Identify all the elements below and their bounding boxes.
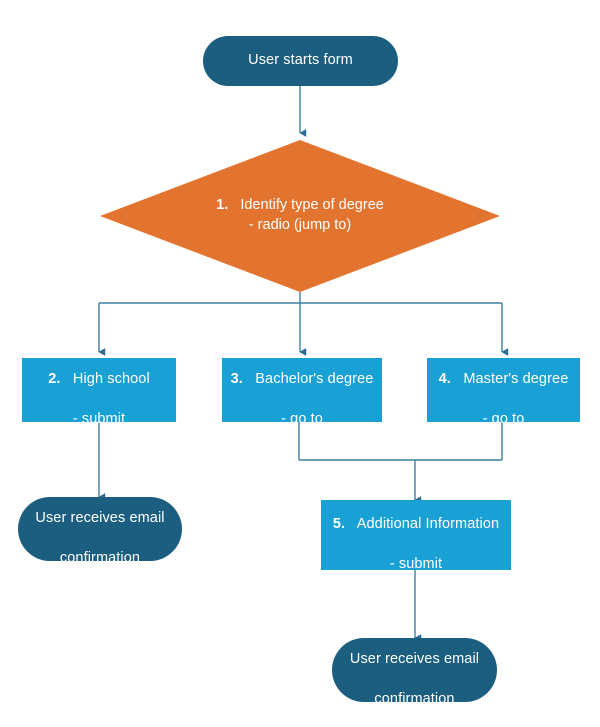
node-start-label: User starts form xyxy=(248,52,353,69)
node-end-left-line2: confirmation xyxy=(59,549,141,566)
node-step-4-masters-degree[interactable]: 4. Master's degree - go to xyxy=(427,358,580,427)
node-start[interactable]: User starts form xyxy=(203,36,398,86)
node-step-5-additional-information[interactable]: 5. Additional Information - submit xyxy=(321,500,511,572)
node-step-5-line1: Additional Information xyxy=(356,516,500,533)
node-end-right-label: User receives email confirmation xyxy=(332,631,497,709)
node-decision-line2: - radio (jump to) xyxy=(248,217,352,233)
node-step-5-number: 5. xyxy=(332,516,354,533)
node-step-4-label: 4. Master's degree - go to xyxy=(427,351,580,429)
node-decision-identify-degree[interactable]: 1. Identify type of degree - radio (jump… xyxy=(100,140,500,292)
node-end-right-line1: User receives email xyxy=(349,651,480,668)
node-step-2-number: 2. xyxy=(48,371,69,388)
node-end-left-email-confirmation[interactable]: User receives email confirmation xyxy=(18,497,182,566)
node-step-2-high-school[interactable]: 2. High school - submit xyxy=(22,358,176,427)
node-step-2-line2: - submit xyxy=(72,410,126,427)
node-step-4-line1: Master's degree xyxy=(463,371,569,388)
node-end-right-email-confirmation[interactable]: User receives email confirmation xyxy=(332,638,497,707)
node-step-3-label: 3. Bachelor's degree - go to xyxy=(222,351,382,429)
node-step-2-label: 2. High school - submit xyxy=(22,351,176,429)
node-step-2-line1: High school xyxy=(72,371,150,388)
node-step-3-line1: Bachelor's degree xyxy=(255,371,374,388)
node-end-left-label: User receives email confirmation xyxy=(18,490,182,568)
node-step-3-number: 3. xyxy=(230,371,252,388)
node-end-right-line2: confirmation xyxy=(374,690,455,707)
node-decision-number: 1. xyxy=(216,197,237,214)
node-step-4-number: 4. xyxy=(438,371,460,388)
node-step-3-bachelors-degree[interactable]: 3. Bachelor's degree - go to xyxy=(222,358,382,427)
node-step-3-line2: - go to xyxy=(281,410,323,427)
node-step-4-line2: - go to xyxy=(482,410,525,427)
node-step-5-label: 5. Additional Information - submit xyxy=(321,496,511,574)
node-step-5-line2: - submit xyxy=(389,555,443,572)
node-decision-label: 1. Identify type of degree - radio (jump… xyxy=(100,196,500,235)
node-end-left-line1: User receives email xyxy=(35,510,165,527)
node-decision-line1: Identify type of degree xyxy=(240,197,384,214)
